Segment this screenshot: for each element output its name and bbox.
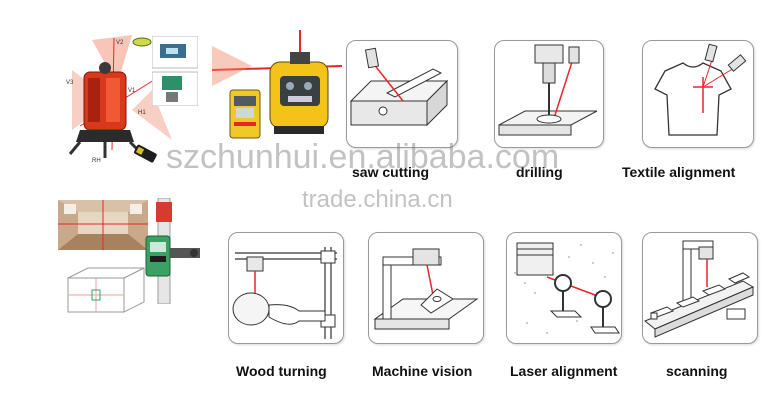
scanning-illustration: [644, 240, 755, 338]
svg-text:V3: V3: [66, 80, 74, 86]
svg-text:V1: V1: [128, 88, 136, 94]
wood-turning-illustration: [232, 247, 337, 339]
laser-alignment-label: Laser alignment: [510, 363, 618, 379]
saw-cutting-illustration: [349, 47, 449, 127]
drilling-tile: [494, 40, 604, 148]
textile-alignment-illustration: [654, 43, 747, 136]
textile-alignment-tile: [642, 40, 754, 148]
laser-alignment-illustration: [514, 242, 620, 334]
machine-vision-label: Machine vision: [372, 363, 473, 379]
room-projection-photo: [58, 200, 148, 250]
laser-alignment-tile: [506, 232, 622, 344]
wood-turning-label: Wood turning: [236, 363, 327, 379]
site-watermark: trade.china.cn: [302, 186, 453, 213]
drilling-illustration: [498, 44, 598, 136]
cube-projection-diagram: [64, 264, 148, 316]
textile-alignment-label: Textile alignment: [622, 164, 736, 180]
accessory-thumbnails: [152, 36, 198, 106]
rotary-laser-photo: [212, 26, 342, 146]
domain-watermark: szchunhui.en.alibaba.com: [166, 138, 560, 176]
saw-cutting-label: saw cutting: [352, 164, 430, 180]
wood-turning-tile: [228, 232, 344, 344]
svg-text:RH: RH: [92, 158, 101, 164]
svg-text:V2: V2: [116, 40, 124, 46]
svg-text:H1: H1: [138, 110, 146, 116]
machine-vision-illustration: [373, 248, 479, 330]
scanning-tile: [642, 232, 758, 344]
scanning-label: scanning: [666, 363, 728, 379]
cross-line-laser-photo: V2 V3 V1 H1 RH: [62, 30, 202, 180]
wall-receiver-photo: [142, 198, 204, 304]
drilling-label: drilling: [516, 164, 563, 180]
saw-cutting-tile: [346, 40, 458, 148]
machine-vision-tile: [368, 232, 484, 344]
